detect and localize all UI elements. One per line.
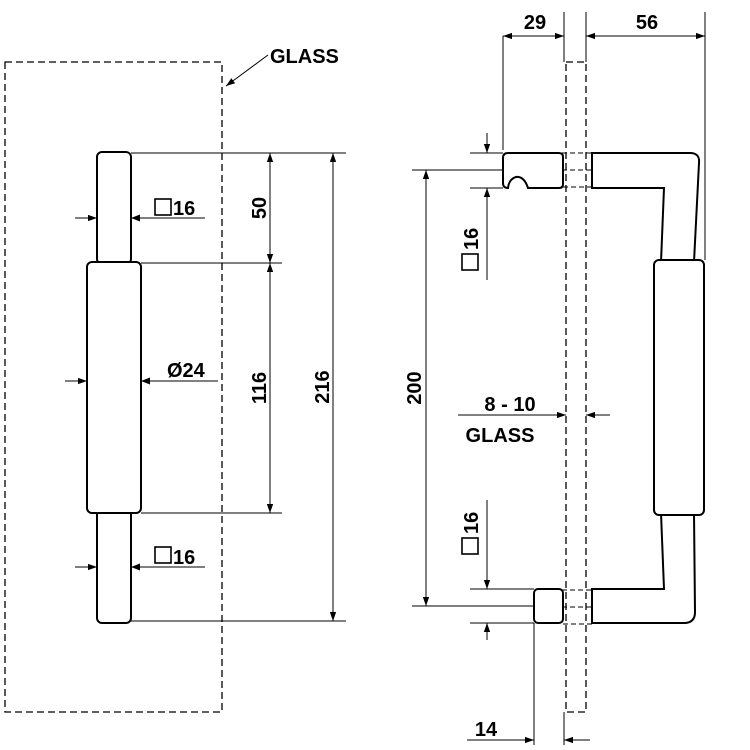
bottom-back-knob (533, 588, 564, 624)
glass-label: GLASS (270, 46, 339, 68)
side-view: 29 56 200 16 16 14 8 - 10 (404, 12, 706, 745)
dim-200-label: 200 (404, 371, 426, 404)
glass-leader (225, 54, 269, 87)
dim-50-label: 50 (249, 197, 271, 219)
side-glass-label: GLASS (466, 425, 535, 447)
top-back-knob (502, 152, 564, 190)
square-symbol-icon (154, 198, 172, 216)
glass-thickness-label: 8 - 10 (484, 394, 535, 416)
front-view: GLASS 16 Ø24 16 50 116 (4, 46, 346, 713)
glass-panel-outline (4, 61, 223, 713)
round-grip (86, 261, 142, 514)
dim-56-label: 56 (636, 12, 658, 34)
dim-14-label: 14 (475, 719, 498, 741)
dim-116-label: 116 (249, 372, 271, 404)
sq-top-label: 16 (173, 198, 195, 220)
dim-216-label: 216 (312, 370, 334, 403)
square-symbol-icon (461, 253, 479, 271)
dia-arrow-right (141, 377, 150, 385)
sq-side-bottom-label: 16 (461, 512, 483, 534)
square-symbol-icon (154, 546, 172, 564)
glass-section (565, 61, 587, 713)
top-square-bar (96, 151, 132, 265)
handle-bottom-arm (591, 512, 697, 624)
handle-grip (653, 259, 705, 516)
sq-bottom-arrow-right (131, 563, 140, 571)
square-symbol-icon (461, 537, 479, 555)
bottom-square-bar (96, 509, 132, 624)
dia-label: Ø24 (167, 360, 206, 382)
sq-top-arrow-right (131, 214, 140, 222)
sq-bottom-label: 16 (173, 547, 195, 569)
handle-top-arm (591, 152, 701, 263)
dim-29-label: 29 (524, 12, 546, 34)
sq-side-top-label: 16 (461, 228, 483, 250)
